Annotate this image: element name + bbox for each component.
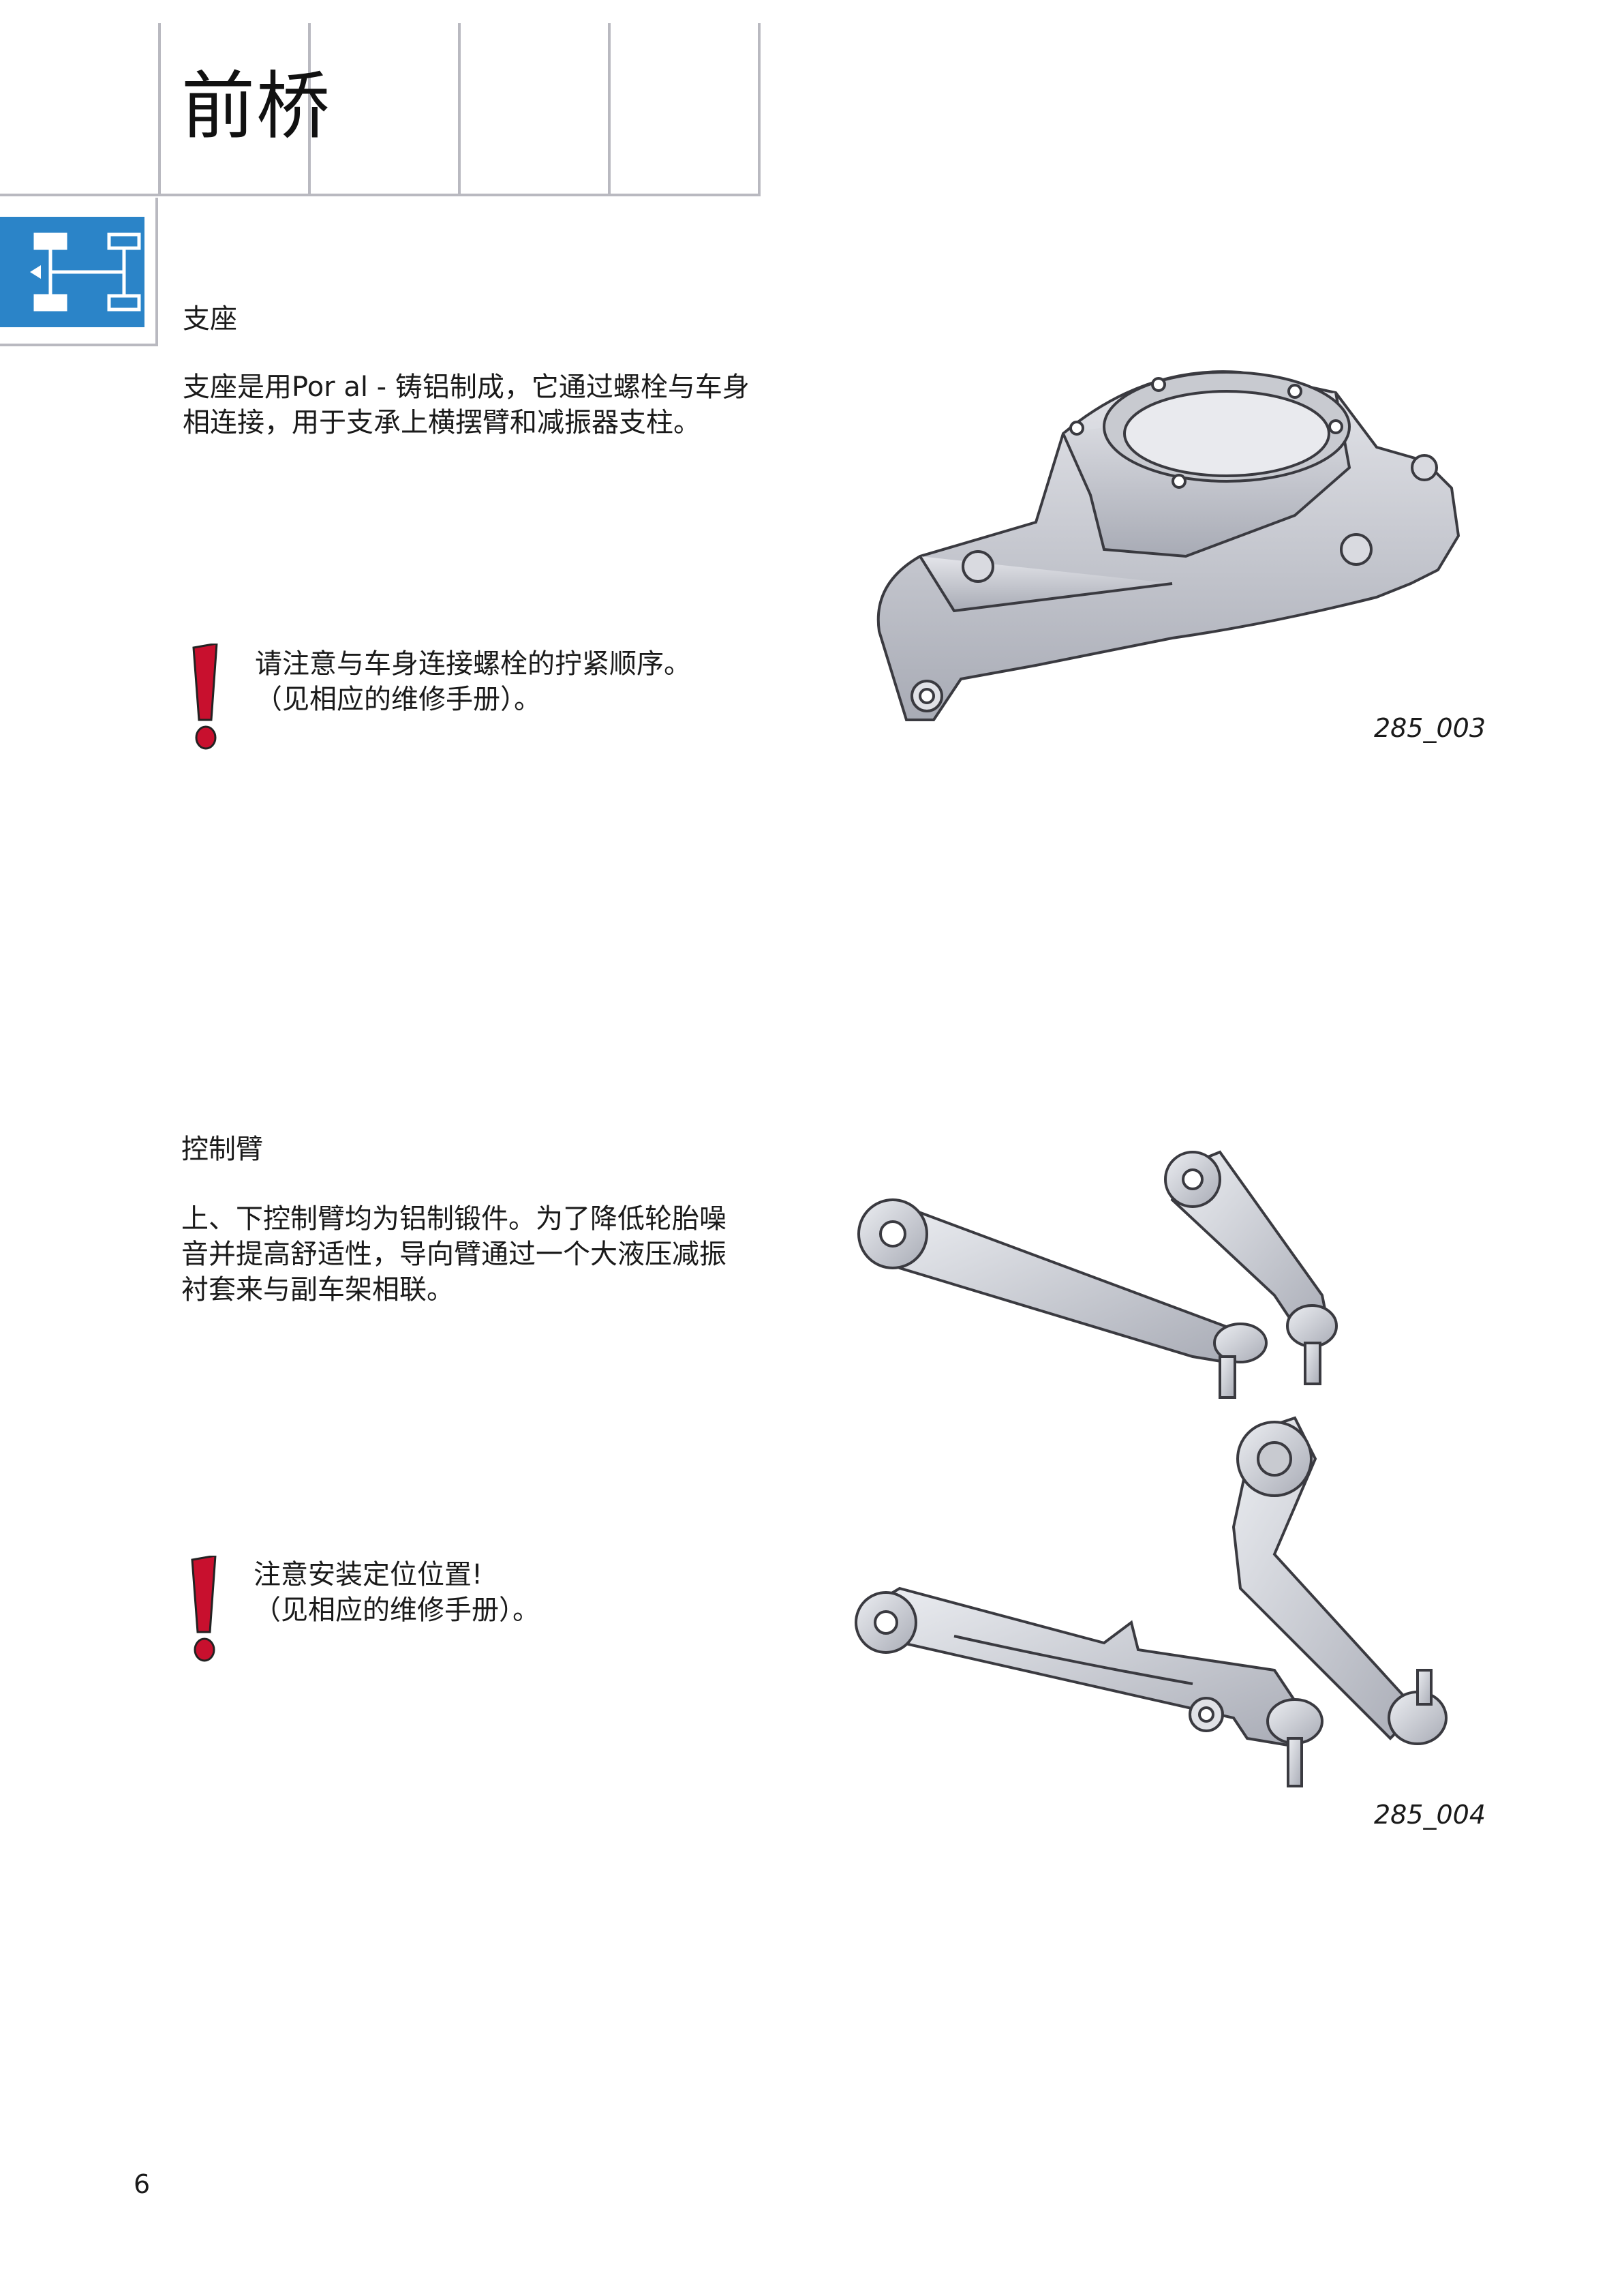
warning-note-control-arm: 注意安装定位位置! （见相应的维修手册）。 (254, 1559, 540, 1626)
section-heading-control-arm: 控制臂 (181, 1134, 263, 1165)
header-divider-5 (758, 23, 761, 196)
header-divider-2 (308, 23, 311, 196)
chapter-frame-right (155, 198, 158, 346)
exclamation-icon (185, 644, 221, 751)
page-title: 前桥 (181, 64, 332, 149)
page-number: 6 (134, 2169, 151, 2199)
chapter-frame-bottom (0, 344, 158, 346)
figure-caption-control-arm: 285_004 (1373, 1800, 1486, 1830)
strut-mount-illustration (859, 352, 1486, 734)
control-arms-illustration (852, 1145, 1493, 1800)
header-divider-3 (458, 23, 461, 196)
header-divider-4 (608, 23, 611, 196)
axle-diagram-icon (0, 217, 144, 327)
section-heading-mount: 支座 (183, 303, 237, 335)
exclamation-icon (184, 1556, 219, 1663)
warning-note-mount: 请注意与车身连接螺栓的拧紧顺序。 （见相应的维修手册）。 (255, 648, 691, 715)
header-divider-1 (158, 23, 161, 196)
figure-caption-mount: 285_003 (1373, 713, 1486, 743)
header-rule (0, 194, 761, 196)
section-text-control-arm: 上、下控制臂均为铝制锻件。为了降低轮胎噪 音并提高舒适性，导向臂通过一个大液压减… (181, 1203, 726, 1305)
section-text-mount: 支座是用Por al - 铸铝制成，它通过螺栓与车身 相连接，用于支承上横摆臂和… (183, 372, 750, 438)
